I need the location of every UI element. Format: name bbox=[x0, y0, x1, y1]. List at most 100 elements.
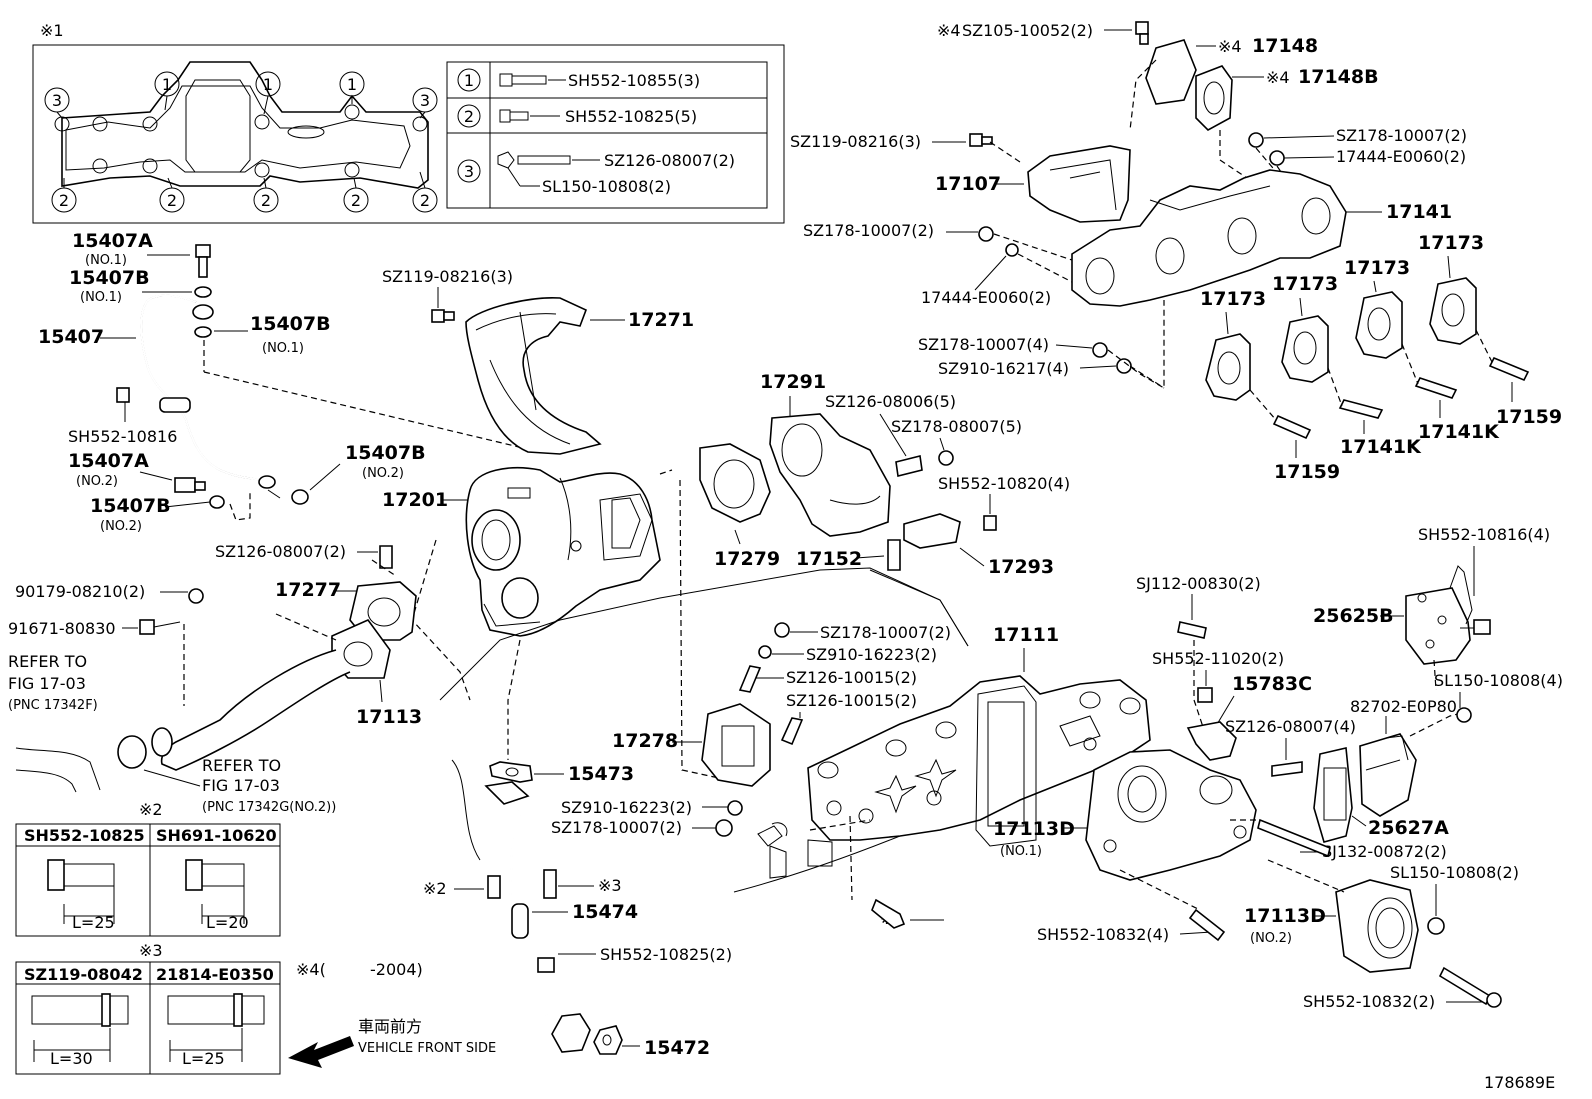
part-label: 17159 bbox=[1496, 406, 1562, 428]
part-label: ※2 bbox=[423, 879, 447, 898]
part-label: 17444-E0060(2) bbox=[1336, 147, 1466, 166]
part-label: 17107 bbox=[935, 173, 1001, 195]
figure-id: 178689E bbox=[1484, 1073, 1555, 1092]
part-label: 1 bbox=[162, 75, 172, 94]
elbow-17291-shape bbox=[769, 413, 891, 537]
part-label: REFER TO bbox=[8, 652, 87, 671]
bolt-spec-table-3: ※3 SZ119-08042 21814-E0350 L=30 L=25 bbox=[15, 941, 281, 1075]
part-label: 25627A bbox=[1368, 817, 1449, 839]
gasket-17173-shape bbox=[1355, 291, 1403, 359]
union-bolt-shape bbox=[195, 244, 211, 258]
label-15407A-no1: 15407A bbox=[72, 230, 153, 252]
part-label: 15407B bbox=[90, 495, 171, 517]
part-label: 17113 bbox=[356, 706, 422, 728]
part-label: 17173 bbox=[1418, 232, 1484, 254]
callout-circle: 2 bbox=[412, 187, 438, 213]
part-label: 17113D bbox=[993, 818, 1075, 840]
part-label: SH552-10832(4) bbox=[1037, 925, 1169, 944]
part-label: 17271 bbox=[628, 309, 694, 331]
callout-circle: 1 bbox=[154, 71, 180, 97]
bracket-17293-shape bbox=[903, 513, 961, 549]
part-label: 17141K bbox=[1418, 421, 1500, 443]
vehicle-front-indicator: 車両前方 VEHICLE FRONT SIDE bbox=[288, 1017, 496, 1068]
part-label: SH691-10620 bbox=[156, 826, 277, 845]
exhaust-pipe-group: SZ126-08007(2) 90179-08210(2) 91671-8083… bbox=[8, 542, 422, 815]
part-label: SJ112-00830(2) bbox=[1136, 574, 1261, 593]
part-label: 21814-E0350 bbox=[156, 965, 274, 984]
part-label: 17173 bbox=[1272, 273, 1338, 295]
part-label: (NO.1) bbox=[85, 253, 127, 268]
part-label: L=25 bbox=[72, 913, 115, 932]
part-label: SZ178-10007(2) bbox=[1336, 126, 1467, 145]
note-4: ※4( -2004) bbox=[296, 960, 423, 979]
legend-part: SL150-10808(2) bbox=[542, 177, 671, 196]
part-label: SZ126-08007(4) bbox=[1225, 717, 1356, 736]
part-label: 1 bbox=[347, 75, 357, 94]
inset-marker: ※1 bbox=[40, 21, 64, 40]
gasket-outline bbox=[61, 61, 429, 189]
part-label: SZ126-10015(2) bbox=[786, 668, 917, 687]
part-label: SZ178-10007(2) bbox=[803, 221, 934, 240]
part-label: SH552-10832(2) bbox=[1303, 992, 1435, 1011]
part-label: SZ178-10007(4) bbox=[918, 335, 1049, 354]
part-label: 17148 bbox=[1252, 35, 1318, 57]
intake-manifold-17111-shape bbox=[807, 675, 1151, 841]
part-label: SH552-10816(4) bbox=[1418, 525, 1550, 544]
part-label: ※4( bbox=[296, 960, 326, 979]
part-label: 2 bbox=[261, 191, 271, 210]
gasket-inset: ※1 3 1 1 1 3 2 2 2 2 2 1 SH552-10 bbox=[32, 21, 785, 224]
legend-row-3: 3 SZ126-08007(2) SL150-10808(2) bbox=[457, 151, 735, 196]
part-label: (NO.1) bbox=[262, 341, 304, 356]
part-label: SL150-10808(2) bbox=[1390, 863, 1519, 882]
part-label: 15407B bbox=[345, 442, 426, 464]
part-label: (PNC 17342G(NO.2)) bbox=[202, 800, 336, 815]
legend-part: SZ126-08007(2) bbox=[604, 151, 735, 170]
part-label: 17291 bbox=[760, 371, 826, 393]
part-label: (NO.2) bbox=[1250, 931, 1292, 946]
part-label: 17293 bbox=[988, 556, 1054, 578]
egr-body-17113D-no2-shape bbox=[1335, 879, 1419, 973]
part-label: SZ119-08216(3) bbox=[382, 267, 513, 286]
gasket-17278-shape bbox=[701, 703, 771, 787]
part-label: L=30 bbox=[50, 1049, 93, 1068]
part-label: 25625B bbox=[1313, 605, 1394, 627]
part-label: SZ105-10052(2) bbox=[962, 21, 1093, 40]
heat-insulator-17271: SZ119-08216(3) 17271 bbox=[382, 267, 694, 455]
bracket-15783C-shape bbox=[1186, 721, 1237, 761]
turbocharger-17201: 17201 bbox=[382, 467, 729, 781]
part-label: SZ126-08007(2) bbox=[215, 542, 346, 561]
part-label: 17141 bbox=[1386, 201, 1452, 223]
part-label: -2004) bbox=[370, 960, 423, 979]
legend-part: SH552-10855(3) bbox=[568, 71, 700, 90]
part-label: SZ178-10007(2) bbox=[820, 623, 951, 642]
part-label: 17113D bbox=[1244, 905, 1326, 927]
part-label: SZ126-08006(5) bbox=[825, 392, 956, 411]
legend-table bbox=[446, 61, 768, 209]
legend-row-2: 2 SH552-10825(5) bbox=[457, 104, 697, 128]
callout-circle: 1 bbox=[339, 71, 365, 97]
exhaust-manifold-group: ※4 SZ105-10052(2) ※4 17148 ※4 17148B SZ1… bbox=[790, 21, 1562, 483]
part-label: 15407 bbox=[38, 326, 104, 348]
part-label: 17279 bbox=[714, 548, 780, 570]
part-label: 15407B bbox=[69, 267, 150, 289]
gasket-17148B-shape bbox=[1195, 65, 1233, 131]
egr-valve-25625B-shape bbox=[1405, 587, 1471, 665]
callout-circle: 3 bbox=[44, 87, 70, 113]
part-label: ※3 bbox=[139, 941, 163, 960]
insulator-shape bbox=[465, 296, 602, 455]
part-label: 90179-08210(2) bbox=[15, 582, 145, 601]
part-label: REFER TO bbox=[202, 756, 281, 775]
insulator-17107-shape bbox=[1027, 145, 1131, 223]
part-label: 17173 bbox=[1344, 257, 1410, 279]
turbo-outlet-group: 17291 SZ126-08006(5) SZ178-08007(5) SH55… bbox=[699, 371, 1070, 647]
part-label: 17111 bbox=[993, 624, 1059, 646]
part-label: 3 bbox=[464, 162, 474, 181]
plate-17148-shape bbox=[1145, 39, 1197, 105]
gasket-15473-shape bbox=[489, 761, 533, 783]
part-label: 15472 bbox=[644, 1037, 710, 1059]
bolt-spec-table-2: ※2 SH552-10825 SH691-10620 L=25 L=20 bbox=[15, 800, 281, 937]
part-label: 2 bbox=[351, 191, 361, 210]
part-label: 17173 bbox=[1200, 288, 1266, 310]
part-label: SH552-10825(2) bbox=[600, 945, 732, 964]
